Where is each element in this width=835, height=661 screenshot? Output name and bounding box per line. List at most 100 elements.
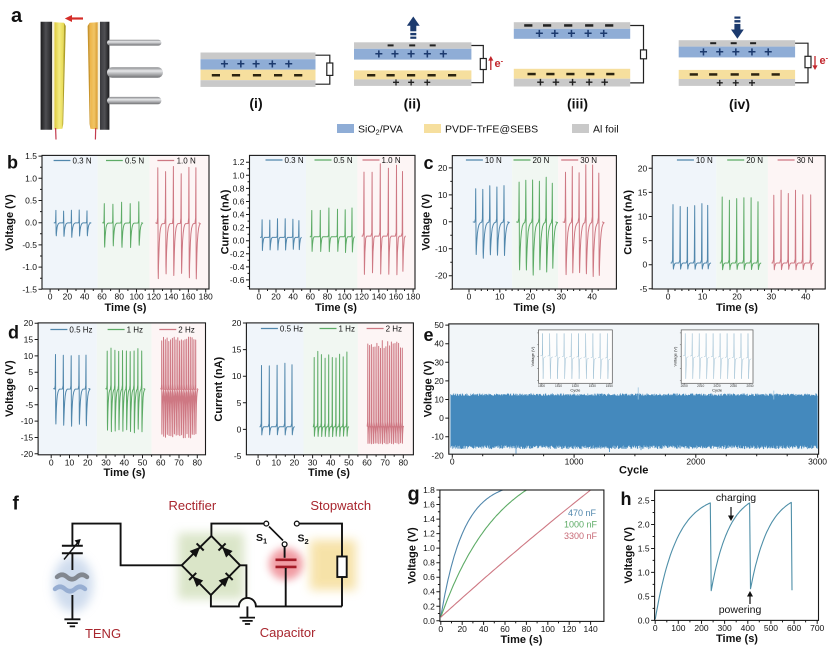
svg-text:1.2: 1.2 bbox=[423, 529, 435, 539]
svg-text:Voltage (V): Voltage (V) bbox=[423, 360, 435, 417]
svg-text:200: 200 bbox=[694, 623, 708, 633]
svg-text:+: + bbox=[285, 56, 293, 72]
svg-text:1.0: 1.0 bbox=[233, 170, 245, 180]
svg-text:charging: charging bbox=[716, 492, 756, 504]
svg-text:1.5: 1.5 bbox=[25, 151, 37, 161]
svg-text:(iii): (iii) bbox=[567, 96, 588, 112]
svg-text:-20: -20 bbox=[435, 271, 448, 281]
svg-text:-20: -20 bbox=[432, 450, 445, 460]
svg-text:120: 120 bbox=[355, 292, 369, 302]
svg-text:0.5 Hz: 0.5 Hz bbox=[280, 325, 303, 334]
svg-text:Voltage (V): Voltage (V) bbox=[4, 360, 16, 417]
svg-text:0.0: 0.0 bbox=[233, 236, 245, 246]
svg-text:40: 40 bbox=[434, 339, 444, 349]
svg-text:1.0 N: 1.0 N bbox=[177, 157, 196, 166]
svg-text:Voltage (V): Voltage (V) bbox=[623, 527, 635, 584]
svg-text:0.5 N: 0.5 N bbox=[334, 156, 353, 165]
svg-text:0.4: 0.4 bbox=[423, 587, 435, 597]
svg-text:40: 40 bbox=[801, 292, 811, 302]
svg-text:1510: 1510 bbox=[555, 384, 562, 388]
svg-text:Time (s): Time (s) bbox=[716, 302, 758, 314]
svg-text:40: 40 bbox=[120, 457, 130, 467]
svg-text:10: 10 bbox=[438, 190, 448, 200]
svg-text:5: 5 bbox=[642, 236, 647, 246]
svg-text:-10: -10 bbox=[432, 432, 445, 442]
svg-text:-5: -5 bbox=[234, 451, 242, 461]
svg-text:-0.5: -0.5 bbox=[22, 240, 37, 250]
svg-text:Time (s): Time (s) bbox=[315, 302, 357, 314]
svg-text:80: 80 bbox=[193, 457, 203, 467]
svg-text:20: 20 bbox=[83, 457, 93, 467]
svg-text:S2: S2 bbox=[298, 533, 309, 547]
svg-text:160: 160 bbox=[389, 292, 403, 302]
svg-text:1520: 1520 bbox=[572, 384, 579, 388]
svg-text:100: 100 bbox=[129, 292, 143, 302]
svg-text:S1: S1 bbox=[256, 532, 267, 546]
svg-text:Voltage (V): Voltage (V) bbox=[530, 346, 535, 366]
svg-text:1530: 1530 bbox=[589, 384, 596, 388]
svg-text:20: 20 bbox=[24, 318, 34, 328]
svg-text:10: 10 bbox=[638, 212, 648, 222]
svg-text:2 Hz: 2 Hz bbox=[386, 325, 402, 334]
svg-text:2 Hz: 2 Hz bbox=[178, 326, 194, 335]
svg-text:1000: 1000 bbox=[565, 457, 584, 467]
svg-text:Time (s): Time (s) bbox=[514, 302, 556, 314]
svg-text:e-: e- bbox=[495, 57, 504, 71]
svg-text:20: 20 bbox=[290, 457, 300, 467]
svg-text:0: 0 bbox=[642, 260, 647, 270]
svg-text:Current (nA): Current (nA) bbox=[220, 189, 232, 254]
svg-text:0.5 Hz: 0.5 Hz bbox=[69, 326, 92, 335]
svg-text:80: 80 bbox=[115, 292, 125, 302]
svg-text:30: 30 bbox=[557, 292, 567, 302]
svg-text:-1.5: -1.5 bbox=[22, 284, 37, 294]
svg-text:Time (s): Time (s) bbox=[501, 634, 543, 646]
svg-text:0: 0 bbox=[450, 457, 455, 467]
svg-text:0.3 N: 0.3 N bbox=[285, 156, 304, 165]
svg-text:10: 10 bbox=[495, 292, 505, 302]
svg-text:2000: 2000 bbox=[681, 384, 688, 388]
svg-text:Cycle: Cycle bbox=[570, 388, 581, 393]
svg-text:400: 400 bbox=[741, 623, 755, 633]
svg-text:60: 60 bbox=[500, 624, 510, 634]
svg-text:+: + bbox=[716, 76, 723, 90]
svg-text:1.0 N: 1.0 N bbox=[382, 156, 401, 165]
svg-text:Stopwatch: Stopwatch bbox=[310, 498, 371, 513]
svg-text:50: 50 bbox=[344, 457, 354, 467]
svg-text:100: 100 bbox=[671, 623, 685, 633]
svg-text:5: 5 bbox=[237, 398, 242, 408]
svg-text:1.8: 1.8 bbox=[423, 485, 435, 495]
svg-text:1500: 1500 bbox=[538, 384, 545, 388]
svg-text:0.8: 0.8 bbox=[423, 558, 435, 568]
svg-text:700: 700 bbox=[810, 623, 824, 633]
svg-text:0: 0 bbox=[438, 624, 443, 634]
svg-text:140: 140 bbox=[164, 292, 178, 302]
svg-text:1.0: 1.0 bbox=[423, 543, 435, 553]
svg-text:0: 0 bbox=[256, 457, 261, 467]
svg-text:40: 40 bbox=[479, 624, 489, 634]
svg-text:TENG: TENG bbox=[85, 626, 121, 641]
svg-text:+: + bbox=[392, 76, 399, 90]
svg-text:-0.4: -0.4 bbox=[230, 262, 245, 272]
svg-text:60: 60 bbox=[156, 457, 166, 467]
svg-text:Time (s): Time (s) bbox=[716, 633, 758, 645]
svg-text:20: 20 bbox=[526, 292, 536, 302]
svg-text:g: g bbox=[408, 484, 420, 506]
svg-text:5: 5 bbox=[28, 367, 33, 377]
svg-text:+: + bbox=[552, 74, 560, 89]
svg-text:+: + bbox=[407, 46, 415, 62]
svg-text:+: + bbox=[732, 76, 739, 90]
svg-text:10: 10 bbox=[272, 457, 282, 467]
svg-text:1.4: 1.4 bbox=[423, 514, 435, 524]
svg-text:40: 40 bbox=[288, 292, 298, 302]
svg-text:+: + bbox=[252, 56, 260, 72]
svg-text:(ii): (ii) bbox=[404, 96, 421, 112]
svg-text:SiO2/PVA: SiO2/PVA bbox=[358, 124, 403, 137]
svg-text:0.2: 0.2 bbox=[233, 223, 245, 233]
svg-text:0: 0 bbox=[653, 623, 658, 633]
svg-text:-5: -5 bbox=[640, 284, 648, 294]
svg-text:Time (s): Time (s) bbox=[105, 302, 147, 314]
svg-text:h: h bbox=[621, 489, 632, 509]
svg-text:0: 0 bbox=[666, 292, 671, 302]
svg-text:1.5: 1.5 bbox=[638, 543, 650, 553]
svg-text:0: 0 bbox=[443, 217, 448, 227]
